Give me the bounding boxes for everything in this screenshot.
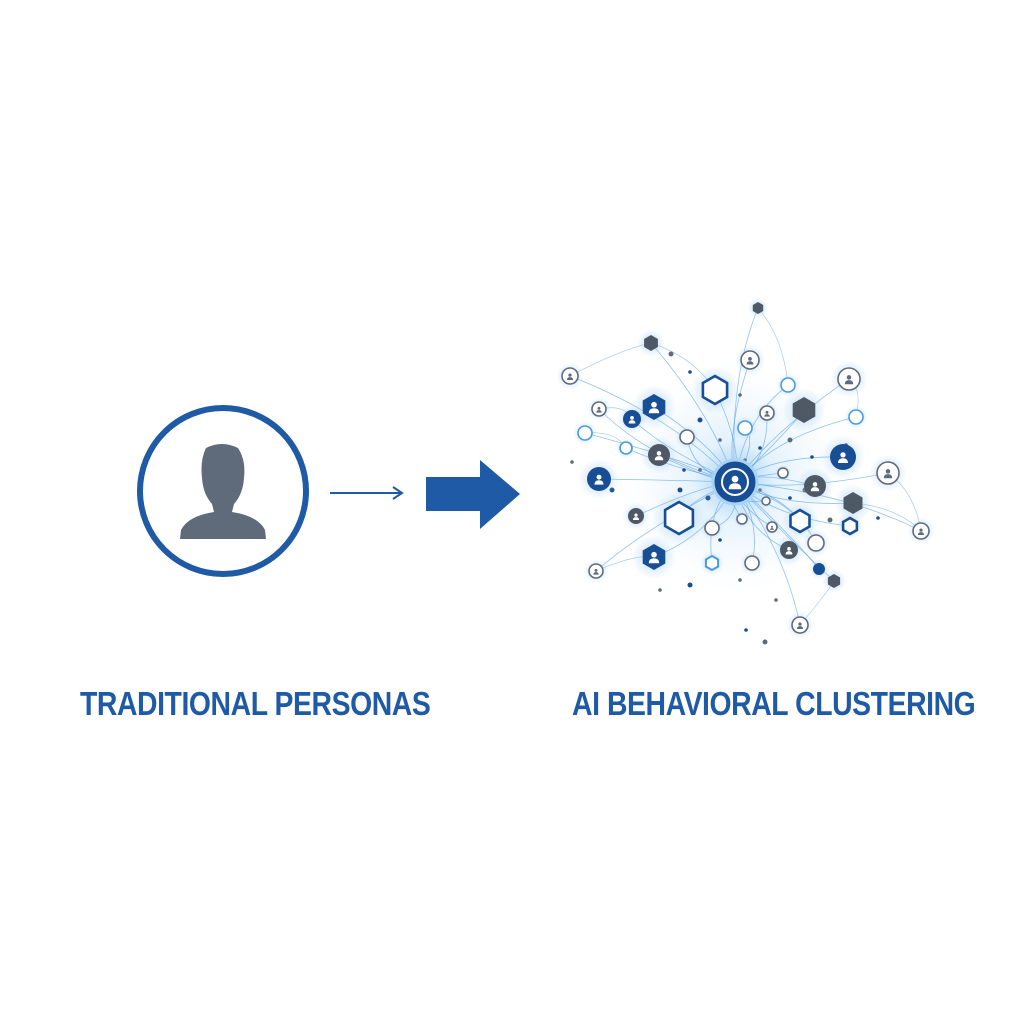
user-node-icon [774, 464, 792, 482]
user-node-icon [733, 416, 757, 440]
network-dot [682, 468, 686, 472]
network-dot [810, 455, 814, 459]
network-dot [668, 351, 674, 357]
network-dot [718, 538, 722, 542]
user-node-icon [808, 558, 830, 580]
ai-behavioral-clustering-label: AI BEHAVIORAL CLUSTERING [572, 685, 976, 722]
hexagon-node-icon [631, 534, 677, 580]
user-node-icon [820, 434, 866, 480]
user-node-icon [740, 551, 764, 575]
network-dot [876, 516, 880, 520]
user-node-icon [584, 559, 608, 583]
network-dot [738, 578, 742, 582]
user-node-icon [776, 373, 800, 397]
user-node-icon [796, 467, 834, 505]
user-node-icon [573, 421, 597, 445]
network-dot [658, 588, 662, 592]
hexagon-node-icon [822, 569, 846, 593]
hexagon-node-icon [836, 512, 864, 540]
traditional-personas-label: TRADITIONAL PERSONAS [80, 685, 431, 722]
user-node-icon [587, 397, 611, 421]
hexagon-node-icon [651, 490, 707, 546]
user-node-icon [616, 403, 648, 435]
user-node-icon [773, 534, 805, 566]
network-dot [570, 460, 574, 464]
user-node-icon [786, 611, 814, 639]
network-dot [687, 582, 693, 588]
network-dot [762, 639, 768, 645]
hexagon-node-icon [700, 551, 724, 575]
thin-arrow-right-icon [330, 486, 404, 500]
user-node-icon [802, 529, 830, 557]
hexagon-node-icon [781, 502, 819, 540]
network-dot [738, 393, 742, 397]
user-node-icon [700, 516, 724, 540]
user-node-icon [578, 458, 620, 500]
user-node-icon [734, 344, 766, 376]
user-node-icon [763, 518, 781, 536]
network-cluster-icon [556, 297, 935, 645]
user-node-icon [556, 362, 584, 390]
hexagon-node-icon [637, 329, 665, 357]
network-dot [774, 598, 778, 602]
hexagon-node-icon [747, 297, 769, 319]
central-user-node-icon [695, 442, 775, 522]
network-dot [787, 437, 793, 443]
network-dot [788, 496, 792, 500]
network-dot [758, 446, 762, 450]
user-node-icon [907, 517, 935, 545]
bold-arrow-right-icon [426, 460, 520, 529]
network-dot [827, 517, 833, 523]
user-node-icon [755, 401, 779, 425]
user-node-icon [830, 360, 868, 398]
user-node-icon [844, 405, 868, 429]
persona-icon-group [137, 405, 309, 577]
network-dot [718, 438, 722, 442]
network-dot [688, 370, 692, 374]
user-node-icon [675, 425, 699, 449]
user-node-icon [615, 437, 637, 459]
person-silhouette-icon [180, 444, 266, 539]
user-node-icon [869, 454, 907, 492]
user-node-icon [622, 502, 650, 530]
hexagon-node-icon [834, 484, 872, 522]
network-dot [697, 417, 703, 423]
hexagon-node-icon [781, 387, 827, 433]
user-node-icon [640, 436, 678, 474]
hexagon-node-icon [691, 366, 739, 414]
network-dot [744, 628, 748, 632]
